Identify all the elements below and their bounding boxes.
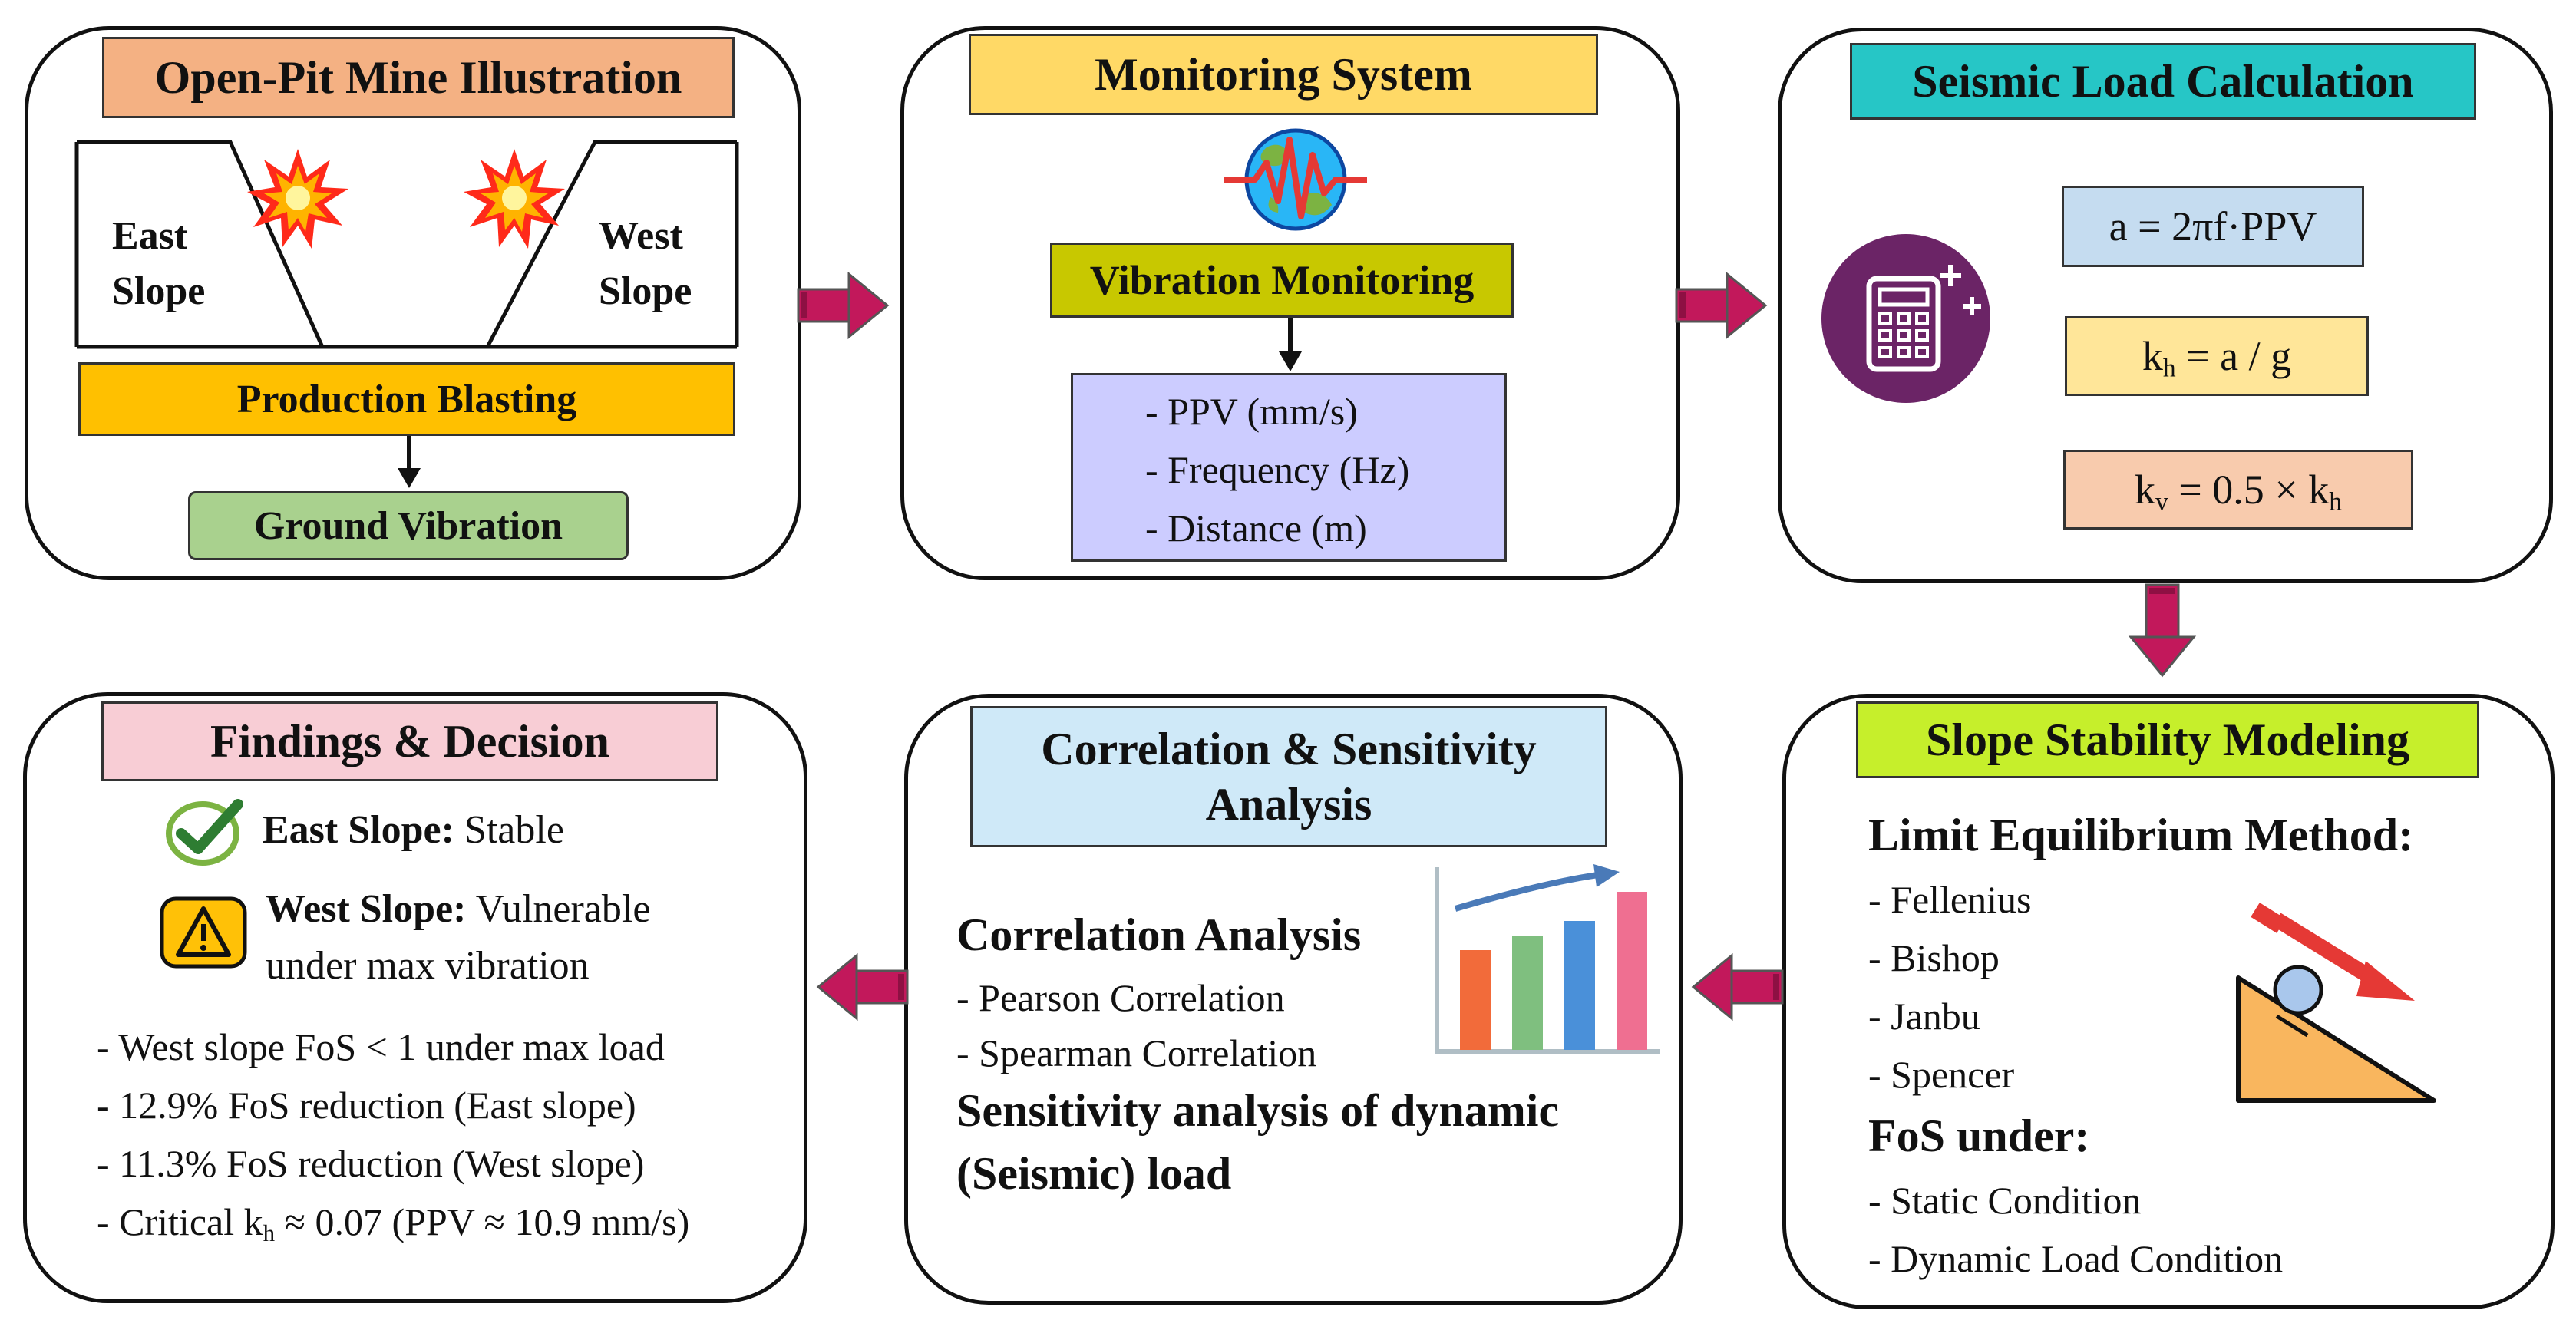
- fos-heading: FoS under:: [1868, 1111, 2090, 1161]
- panel-open-pit: [25, 26, 801, 580]
- flow-arrow-right: [797, 271, 890, 340]
- fos-conditions: - Static Condition - Dynamic Load Condit…: [1868, 1171, 2283, 1288]
- method-item: - Janbu: [1868, 995, 1980, 1038]
- arrow-down-icon: [398, 436, 421, 488]
- sliding-ball-slope-icon: [2236, 903, 2436, 1103]
- correlation-items: - Pearson Correlation - Spearman Correla…: [956, 970, 1316, 1081]
- ground-vibration-box: Ground Vibration: [188, 491, 629, 560]
- lem-heading: Limit Equilibrium Method:: [1868, 810, 2414, 860]
- panel-findings: [23, 692, 807, 1303]
- equation-kv: kv = 0.5 × kh: [2063, 450, 2413, 530]
- panel-slope-stability: [1782, 694, 2555, 1309]
- sensitivity-text: Sensitivity analysis of dynamic(Seismic)…: [956, 1085, 1560, 1199]
- check-icon: [166, 799, 243, 866]
- open-pit-diagram: [74, 140, 739, 349]
- finding-bullet: - 11.3% FoS reduction (West slope): [97, 1142, 645, 1185]
- west-slope-finding: West Slope: Vulnerable under max vibrati…: [266, 887, 651, 988]
- warning-icon: [160, 896, 247, 969]
- explosion-icon: [464, 149, 565, 249]
- seismic-title: Seismic Load Calculation: [1850, 43, 2476, 120]
- correlation-item: - Spearman Correlation: [956, 1031, 1317, 1074]
- flow-arrow-down: [2128, 583, 2197, 678]
- equation-acceleration: a = 2πf·PPV: [2062, 186, 2364, 267]
- method-item: - Fellenius: [1868, 878, 2032, 921]
- findings-bullets: - West slope FoS < 1 under max load - 12…: [97, 1018, 689, 1251]
- finding-critical: - Critical kh ≈ 0.07 (PPV ≈ 10.9 mm/s): [97, 1200, 690, 1246]
- monitoring-title: Monitoring System: [969, 34, 1598, 115]
- monitoring-params-box: [1071, 373, 1507, 562]
- finding-bullet: - West slope FoS < 1 under max load: [97, 1025, 665, 1068]
- seismograph-globe-icon: [1224, 128, 1367, 231]
- bar-chart-icon: [1435, 864, 1660, 1054]
- flow-arrow-right: [1675, 271, 1768, 340]
- findings-title: Findings & Decision: [101, 701, 718, 781]
- slope-stability-title: Slope Stability Modeling: [1856, 701, 2479, 778]
- param-list: - PPV (mm/s) - Frequency (Hz) - Distance…: [1145, 382, 1409, 557]
- condition-item: - Dynamic Load Condition: [1868, 1237, 2284, 1280]
- param-distance: - Distance (m): [1145, 507, 1367, 549]
- finding-bullet: - 12.9% FoS reduction (East slope): [97, 1084, 636, 1127]
- param-ppv: - PPV (mm/s): [1145, 390, 1358, 433]
- flow-arrow-left: [816, 952, 909, 1021]
- equation-kh: kh = a / g: [2065, 316, 2369, 396]
- correlation-heading: Correlation Analysis: [956, 909, 1362, 960]
- method-item: - Bishop: [1868, 936, 2000, 979]
- calculator-icon: [1821, 234, 1990, 403]
- lem-methods: - Fellenius - Bishop - Janbu - Spencer: [1868, 870, 2031, 1104]
- open-pit-title: Open-Pit Mine Illustration: [102, 37, 735, 118]
- east-slope-finding: East Slope: Stable: [263, 808, 564, 852]
- vibration-monitoring-box: Vibration Monitoring: [1050, 243, 1514, 318]
- flow-arrow-left: [1691, 952, 1784, 1021]
- arrow-down-icon: [1279, 318, 1302, 371]
- method-item: - Spencer: [1868, 1053, 2015, 1096]
- param-frequency: - Frequency (Hz): [1145, 448, 1410, 491]
- production-blasting-box: Production Blasting: [78, 362, 735, 436]
- condition-item: - Static Condition: [1868, 1179, 2142, 1222]
- correlation-item: - Pearson Correlation: [956, 976, 1285, 1019]
- explosion-icon: [247, 149, 348, 249]
